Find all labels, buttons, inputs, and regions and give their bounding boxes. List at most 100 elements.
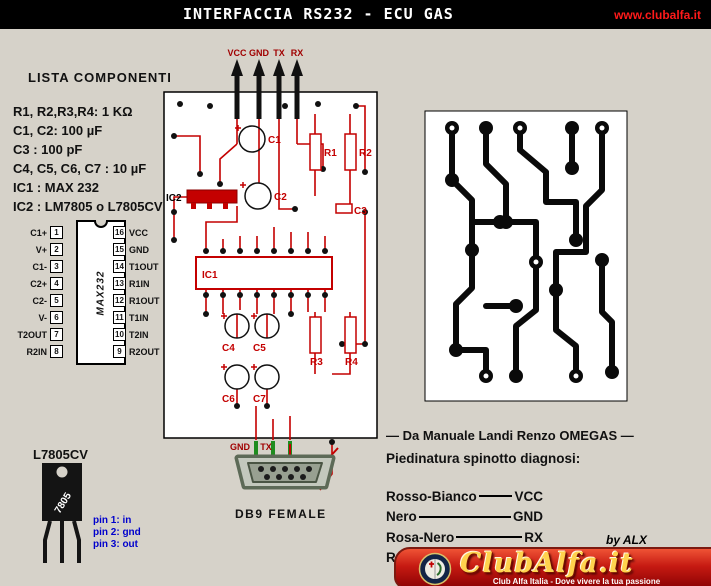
pcb-drill-holes [449, 125, 605, 379]
pinout-row: Nero GND [386, 507, 543, 528]
pin-name-left: C1+ [30, 227, 47, 238]
pin-row: C2+ 4 13 R1IN [13, 275, 173, 292]
component-item: R1, R2,R3,R4: 1 KΩ [13, 104, 133, 119]
signal-label-gnd-bottom: GND [230, 442, 251, 452]
component-label-ic2: IC2 [166, 193, 182, 204]
max232-pinout-diagram: MAX232 C1+ 1 16 VCC V+ 2 15 GND C1- 3 14 [13, 220, 173, 365]
signal-label-rx: RX [291, 48, 304, 58]
alfa-romeo-badge-icon [418, 552, 452, 586]
site-link[interactable]: www.clubalfa.it [614, 8, 701, 22]
pin-name-right: T2IN [129, 329, 149, 340]
component-label-c6: C6 [222, 394, 235, 405]
circuit-board-diagram: VCC GND TX RX C1 C [163, 48, 378, 491]
pin-number-left: 3 [50, 260, 63, 273]
component-label-c7: C7 [253, 394, 266, 405]
component-item: IC2 : LM7805 o L7805CV [13, 199, 163, 214]
regulator-body [42, 483, 82, 521]
pin-number-right: 11 [113, 311, 126, 324]
pin-name-left: R2IN [26, 346, 47, 357]
component-item: IC1 : MAX 232 [13, 180, 99, 195]
component-label-c2: C2 [274, 192, 287, 203]
pinout-row: Rosa-Nero RX [386, 527, 543, 548]
component-label-c1: C1 [268, 135, 281, 146]
signal-name: GND [513, 509, 543, 525]
pin-name-right: R1OUT [129, 295, 160, 306]
component-item: C3 : 100 pF [13, 142, 83, 157]
pin-row: V- 6 11 T1IN [13, 309, 173, 326]
signal-label-tx: TX [273, 48, 285, 58]
notes-source-line: — Da Manuale Landi Renzo OMEGAS — [386, 428, 634, 443]
component-label-r2: R2 [359, 148, 372, 159]
pin-name-right: T1OUT [129, 261, 159, 272]
regulator-pin1-label: pin 1: in [93, 515, 132, 526]
pcb-trace-layout [424, 110, 628, 402]
component-label-c3: C3 [354, 206, 367, 217]
db9-label: DB9 FEMALE [235, 507, 327, 521]
signal-label-vcc: VCC [227, 48, 247, 58]
pin-row: V+ 2 15 GND [13, 241, 173, 258]
pin-name-left: V- [38, 312, 47, 323]
signal-label-tx-bottom: TX [260, 442, 272, 452]
chip-notch [94, 220, 108, 228]
pin-name-left: C1- [32, 261, 47, 272]
pin-name-right: R1IN [129, 278, 150, 289]
pin-number-right: 12 [113, 294, 126, 307]
db9-connector-drawing [234, 444, 339, 490]
signal-name: RX [524, 529, 543, 545]
regulator-pin2-label: pin 2: gnd [93, 527, 141, 538]
top-signal-arrows [231, 59, 303, 119]
clubalfa-logo[interactable]: ClubAlfa.it Club Alfa Italia - Dove vive… [394, 547, 711, 586]
pin-name-left: V+ [35, 244, 47, 255]
regulator-title: L7805CV [33, 447, 88, 462]
wire-color: Rosa-Nero [386, 529, 455, 545]
pin-name-right: GND [129, 244, 149, 255]
pin-number-right: 9 [113, 345, 126, 358]
regulator-legs [43, 520, 81, 563]
wire-color: Nero [386, 509, 417, 525]
pin-number-right: 13 [113, 277, 126, 290]
pin-name-right: VCC [129, 227, 149, 238]
header-bar: INTERFACCIA RS232 - ECU GAS www.clubalfa… [0, 0, 711, 29]
component-label-c5: C5 [253, 343, 266, 354]
pin-name-right: R2OUT [129, 346, 160, 357]
pin-row: C2- 5 12 R1OUT [13, 292, 173, 309]
pin-number-left: 4 [50, 277, 63, 290]
pin-number-right: 16 [113, 226, 126, 239]
component-label-r4: R4 [345, 357, 358, 368]
wire-color: Rosso-Bianco [386, 488, 477, 504]
pinout-row: Rosso-Bianco VCC [386, 486, 543, 507]
connector-line [478, 495, 513, 498]
logo-tagline: Club Alfa Italia - Dove vivere la tua pa… [492, 577, 661, 586]
components-list-title: LISTA COMPONENTI [28, 70, 172, 85]
db9-insert [247, 462, 323, 483]
pin-name-left: T2OUT [17, 329, 47, 340]
pin-name-right: T1IN [129, 312, 149, 323]
pin-number-right: 10 [113, 328, 126, 341]
pin-number-left: 1 [50, 226, 63, 239]
pin-name-left: C2- [32, 295, 47, 306]
pin-row: C1- 3 14 T1OUT [13, 258, 173, 275]
regulator-pin3-label: pin 3: out [93, 539, 138, 550]
pin-number-right: 15 [113, 243, 126, 256]
page-title: INTERFACCIA RS232 - ECU GAS [183, 5, 454, 23]
pin-name-left: C2+ [30, 278, 47, 289]
regulator-package-drawing: 7805 [42, 463, 82, 563]
mounting-hole [56, 466, 68, 478]
pin-row: T2OUT 7 10 T2IN [13, 326, 173, 343]
pin-number-left: 8 [50, 345, 63, 358]
component-item: C1, C2: 100 µF [13, 123, 103, 138]
pin-number-left: 7 [50, 328, 63, 341]
signal-label-gnd: GND [249, 48, 270, 58]
components-list: R1, R2,R3,R4: 1 KΩ C1, C2: 100 µF C3 : 1… [13, 102, 163, 216]
author-credit: by ALX [606, 533, 647, 547]
pin-number-right: 14 [113, 260, 126, 273]
pin-number-left: 5 [50, 294, 63, 307]
logo-brand-text: ClubAlfa.it [460, 548, 634, 579]
regulator-pin-labels: pin 1: in pin 2: gnd pin 3: out [93, 515, 141, 551]
max232-pin-rows: C1+ 1 16 VCC V+ 2 15 GND C1- 3 14 T1OUT [13, 224, 173, 360]
pin-row: R2IN 8 9 R2OUT [13, 343, 173, 360]
pcb-traces [449, 125, 615, 379]
signal-name: VCC [514, 488, 543, 504]
connector-line [456, 536, 523, 539]
